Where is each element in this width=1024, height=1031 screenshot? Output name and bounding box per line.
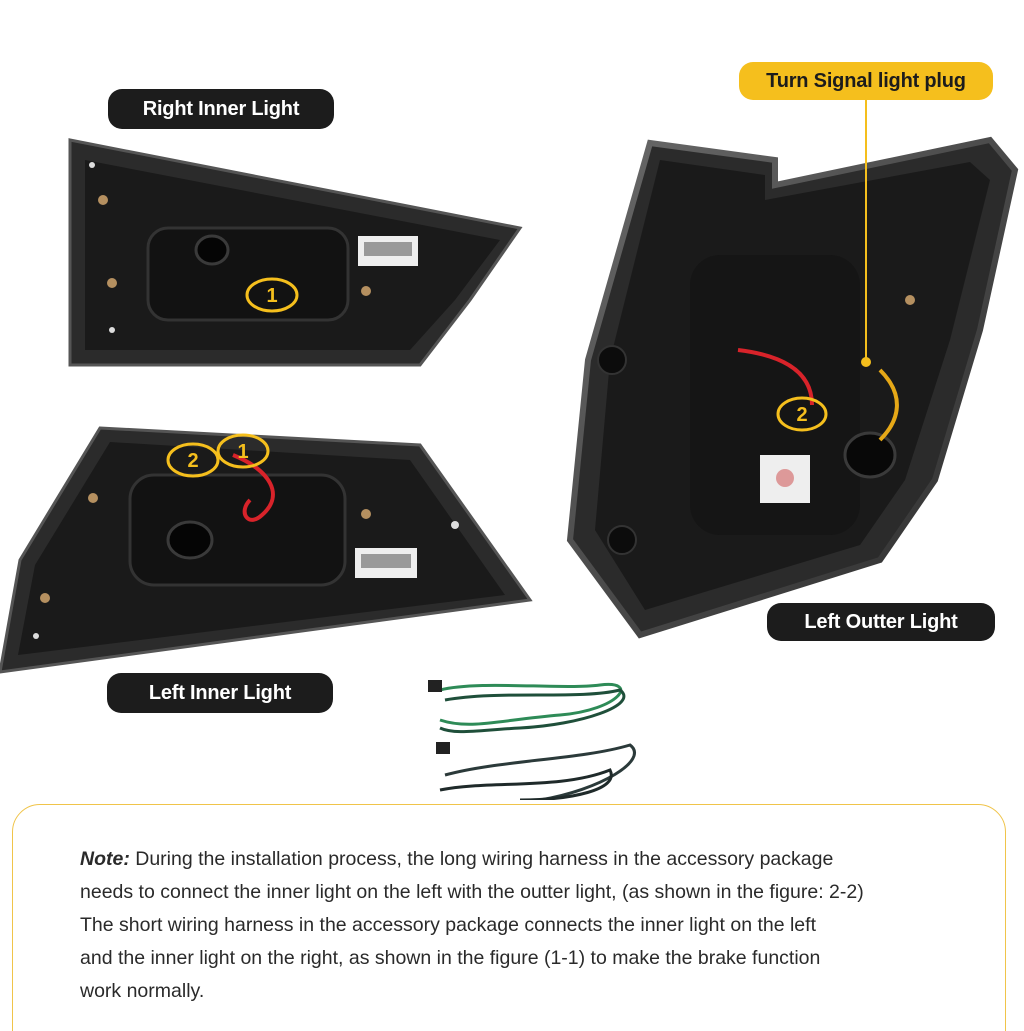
marker-left-outer-2: 2 [776, 396, 828, 432]
note-line-text: During the installation process, the lon… [129, 848, 834, 870]
marker-number: 1 [237, 441, 248, 463]
right-inner-light-image [68, 138, 523, 367]
label-left-outer-light: Left Outter Light [767, 603, 995, 641]
marker-left-inner-2: 2 [166, 442, 220, 478]
note-line-3: The short wiring harness in the accessor… [80, 914, 816, 936]
marker-number: 1 [266, 285, 277, 307]
product-photo: 1 2 1 2 [0, 100, 1019, 800]
note-text: Note: During the installation process, t… [80, 843, 960, 1008]
marker-left-inner-1: 1 [216, 433, 270, 469]
marker-right-inner-1: 1 [245, 277, 299, 313]
marker-number: 2 [796, 404, 807, 426]
turn-signal-pointer [861, 100, 871, 367]
marker-number: 2 [187, 450, 198, 472]
note-line-4: and the inner light on the right, as sho… [80, 947, 821, 969]
label-turn-signal-plug: Turn Signal light plug [739, 62, 993, 100]
wiring-harness-image [428, 680, 636, 800]
note-box [12, 804, 1006, 1031]
label-right-inner-light: Right Inner Light [108, 89, 334, 129]
note-line-2: needs to connect the inner light on the … [80, 881, 864, 903]
label-left-inner-light: Left Inner Light [107, 673, 333, 713]
note-line-5: work normally. [80, 980, 205, 1002]
left-outer-light-image [566, 136, 1019, 639]
note-label: Note: [80, 848, 130, 870]
note-line-1: Note: During the installation process, t… [80, 843, 960, 876]
left-inner-light-image [0, 426, 533, 674]
